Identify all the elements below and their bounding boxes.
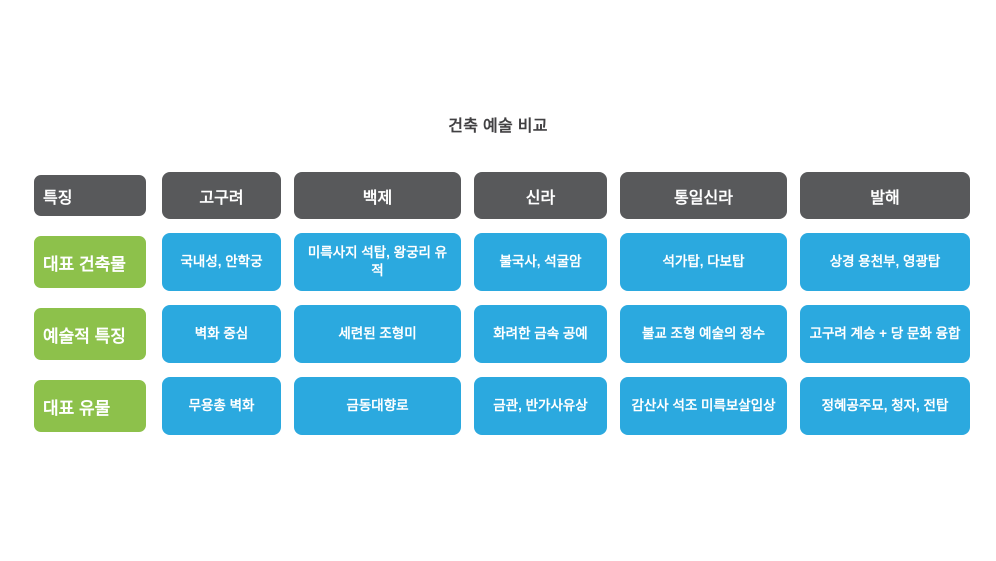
row-label-representative-architecture: 대표 건축물	[31, 233, 149, 291]
table-cell: 불교 조형 예술의 정수	[620, 305, 787, 363]
table-cell: 금관, 반가사유상	[474, 377, 607, 435]
table-cell: 세련된 조형미	[294, 305, 461, 363]
table-cell: 정혜공주묘, 청자, 전탑	[800, 377, 970, 435]
page-title: 건축 예술 비교	[448, 118, 548, 135]
table-cell: 국내성, 안학궁	[162, 233, 281, 291]
header-cell-silla: 신라	[474, 172, 607, 219]
table-cell: 상경 용천부, 영광탑	[800, 233, 970, 291]
table-cell: 벽화 중심	[162, 305, 281, 363]
table-cell: 고구려 계승 + 당 문화 융합	[800, 305, 970, 363]
row-label-artistic-features: 예술적 특징	[31, 305, 149, 363]
row-label-representative-artifacts: 대표 유물	[31, 377, 149, 435]
header-cell-unified-silla: 통일신라	[620, 172, 787, 219]
table-cell: 금동대향로	[294, 377, 461, 435]
header-cell-balhae: 발해	[800, 172, 970, 219]
table-cell: 무용총 벽화	[162, 377, 281, 435]
table-cell: 불국사, 석굴암	[474, 233, 607, 291]
comparison-table: 특징 고구려 백제 신라 통일신라 발해 대표 건축물 국내성, 안학궁 미륵사…	[31, 172, 970, 435]
table-cell: 화려한 금속 공예	[474, 305, 607, 363]
table-cell: 감산사 석조 미륵보살입상	[620, 377, 787, 435]
table-cell: 석가탑, 다보탑	[620, 233, 787, 291]
header-cell-goguryeo: 고구려	[162, 172, 281, 219]
header-cell-baekje: 백제	[294, 172, 461, 219]
header-cell-feature: 특징	[31, 172, 149, 219]
table-cell: 미륵사지 석탑, 왕궁리 유적	[294, 233, 461, 291]
